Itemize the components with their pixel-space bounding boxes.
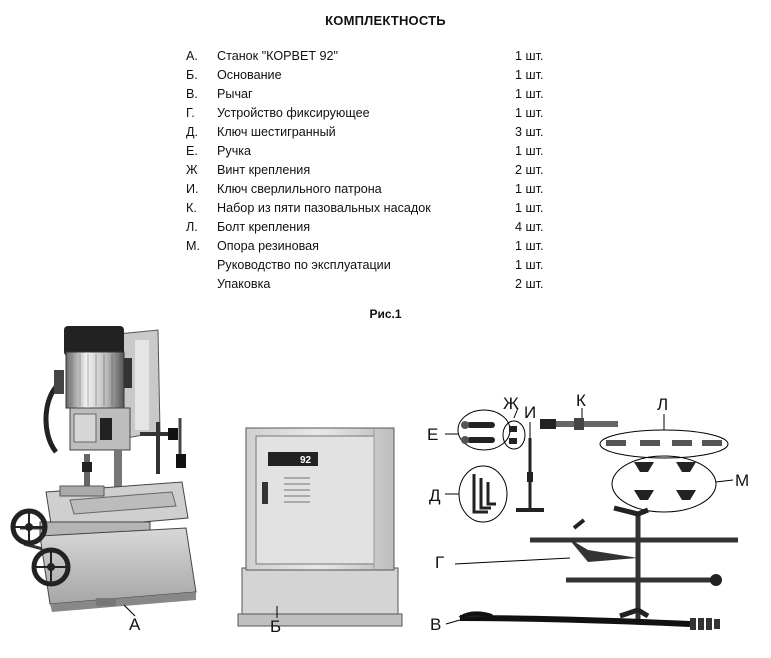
label-zh: Ж — [503, 394, 519, 413]
item-quantity: 4 шт. — [515, 220, 544, 234]
list-item: М. Опора резиновая 1 шт. — [186, 237, 566, 256]
page-title: КОМПЛЕКТНОСТЬ — [325, 13, 446, 28]
list-item: Д. Ключ шестигранный 3 шт. — [186, 123, 566, 142]
item-quantity: 1 шт. — [515, 49, 544, 63]
list-item: К. Набор из пяти пазовальных насадок 1 шт. — [186, 199, 566, 218]
item-quantity: 2 шт. — [515, 163, 544, 177]
item-letter: Л. — [186, 220, 198, 234]
list-item: В. Рычаг 1 шт. — [186, 85, 566, 104]
item-quantity: 1 шт. — [515, 258, 544, 272]
figure-illustration: 92 — [10, 326, 738, 630]
item-quantity: 3 шт. — [515, 125, 544, 139]
item-quantity: 1 шт. — [515, 201, 544, 215]
list-item: Ж Винт крепления 2 шт. — [186, 161, 566, 180]
item-quantity: 2 шт. — [515, 277, 544, 291]
label-v: В — [430, 615, 442, 634]
list-item: Упаковка 2 шт. — [186, 275, 566, 294]
item-letter: Е. — [186, 144, 198, 158]
item-name: Упаковка — [217, 277, 271, 291]
list-item: Г. Устройство фиксирующее 1 шт. — [186, 104, 566, 123]
item-letter: Г. — [186, 106, 195, 120]
item-letter: Б. — [186, 68, 198, 82]
base-cabinet-drawing: 92 — [237, 427, 403, 627]
badge-number: 92 — [300, 455, 312, 466]
item-name: Основание — [217, 68, 282, 82]
figure-1: 92 — [0, 322, 771, 653]
item-letter: В. — [186, 87, 198, 101]
item-quantity: 1 шт. — [515, 106, 544, 120]
label-e: Е — [427, 425, 439, 444]
label-g: Г — [435, 553, 445, 572]
list-item: Е. Ручка 1 шт. — [186, 142, 566, 161]
item-letter: И. — [186, 182, 199, 196]
list-item: Б. Основание 1 шт. — [186, 66, 566, 85]
item-letter: Д. — [186, 125, 199, 139]
list-item: А. Станок "КОРВЕТ 92" 1 шт. — [186, 47, 566, 66]
list-item: Руководство по эксплуатации 1 шт. — [186, 256, 566, 275]
item-name: Устройство фиксирующее — [217, 106, 370, 120]
label-k: К — [576, 391, 586, 410]
label-i: И — [524, 403, 537, 422]
item-name: Винт крепления — [217, 163, 311, 177]
accessories-drawing — [445, 407, 738, 630]
label-l: Л — [657, 395, 669, 414]
item-name: Ручка — [217, 144, 252, 158]
item-quantity: 1 шт. — [515, 182, 544, 196]
item-quantity: 1 шт. — [515, 144, 544, 158]
item-letter: М. — [186, 239, 200, 253]
item-name: Руководство по эксплуатации — [217, 258, 391, 272]
figure-caption: Рис.1 — [369, 307, 402, 321]
contents-list: А. Станок "КОРВЕТ 92" 1 шт. Б. Основание 1 ш… — [186, 47, 566, 294]
item-letter: К. — [186, 201, 197, 215]
item-name: Болт крепления — [217, 220, 311, 234]
item-name: Станок "КОРВЕТ 92" — [217, 49, 339, 63]
item-letter: Ж — [186, 163, 198, 177]
item-letter: А. — [186, 49, 198, 63]
item-name: Ключ сверлильного патрона — [217, 182, 382, 196]
label-d: Д — [429, 486, 441, 505]
item-name: Ключ шестигранный — [217, 125, 336, 139]
label-b: Б — [270, 617, 282, 636]
label-m: М — [735, 471, 750, 490]
item-quantity: 1 шт. — [515, 239, 544, 253]
item-quantity: 1 шт. — [515, 87, 544, 101]
item-quantity: 1 шт. — [515, 68, 544, 82]
machine-drawing — [10, 326, 197, 617]
list-item: Л. Болт крепления 4 шт. — [186, 218, 566, 237]
label-a: А — [129, 615, 141, 634]
item-name: Рычаг — [217, 87, 253, 101]
item-name: Опора резиновая — [217, 239, 319, 253]
item-name: Набор из пяти пазовальных насадок — [217, 201, 431, 215]
list-item: И. Ключ сверлильного патрона 1 шт. — [186, 180, 566, 199]
